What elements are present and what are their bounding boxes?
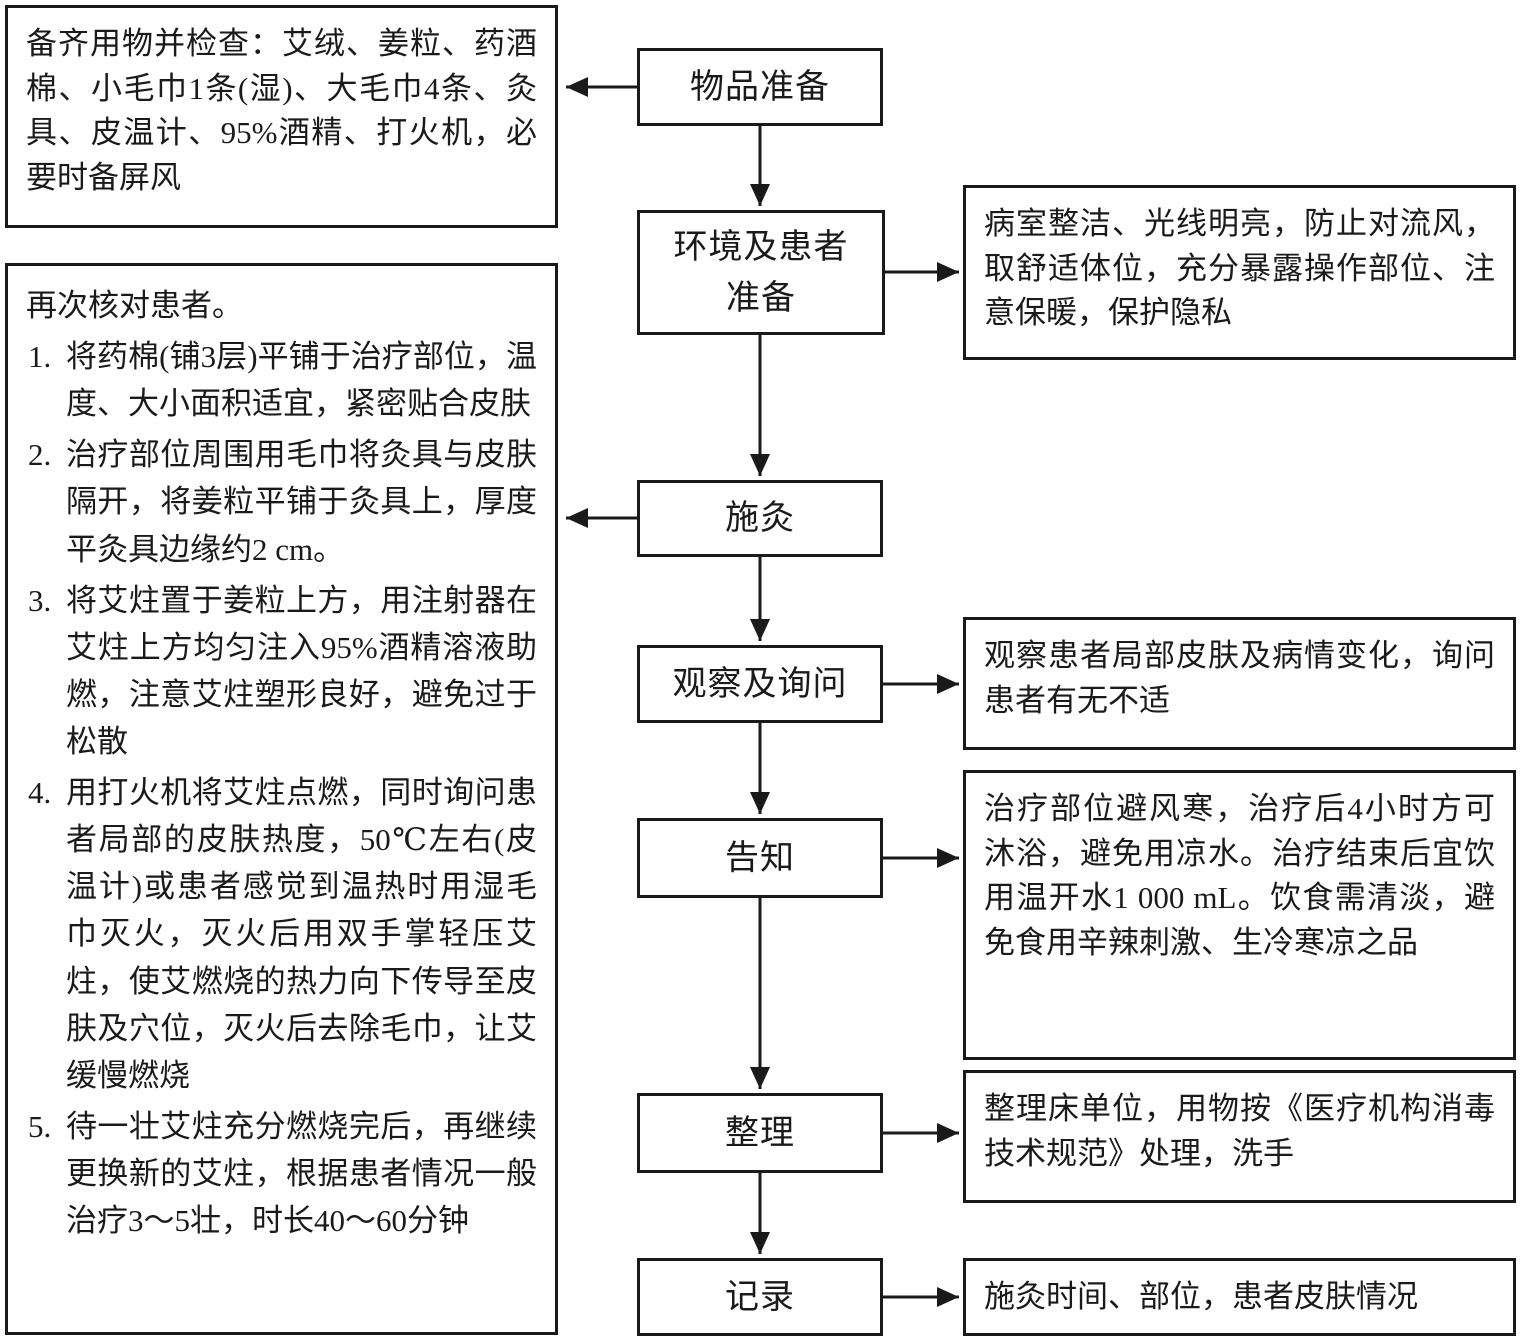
procedure-item-1-text: 将药棉(铺3层)平铺于治疗部位，温度、大小面积适宜，紧密贴合皮肤 bbox=[66, 339, 537, 422]
step-prepare-items-label: 物品准备 bbox=[690, 68, 830, 106]
procedure-item-3-text: 将艾炷置于姜粒上方，用注射器在艾炷上方均匀注入95%酒精溶液助燃，注意艾炷塑形良… bbox=[66, 582, 537, 759]
procedure-item-2-number: 2. bbox=[28, 437, 52, 473]
note-record-text: 施灸时间、部位，患者皮肤情况 bbox=[984, 1279, 1418, 1314]
procedure-item-5: 5. 待一壮艾炷充分燃烧完后，再继续更换新的艾炷，根据患者情况一般治疗3～5壮，… bbox=[26, 1103, 537, 1244]
step-inform-label: 告知 bbox=[725, 839, 795, 877]
procedure-item-4-text: 用打火机将艾炷点燃，同时询问患者局部的皮肤热度，50℃左右(皮温计)或患者感觉到… bbox=[66, 775, 537, 1093]
note-prepare-detail: 备齐用物并检查：艾绒、姜粒、药酒棉、小毛巾1条(湿)、大毛巾4条、灸具、皮温计、… bbox=[5, 5, 558, 228]
procedure-item-5-number: 5. bbox=[28, 1108, 52, 1144]
step-environment-label: 环境及患者准备 bbox=[673, 228, 849, 317]
procedure-item-1-number: 1. bbox=[28, 339, 52, 375]
note-environment: 病室整洁、光线明亮，防止对流风，取舒适体位，充分暴露操作部位、注意保暖，保护隐私 bbox=[963, 185, 1516, 360]
step-tidy: 整理 bbox=[637, 1093, 883, 1173]
step-moxibustion-label: 施灸 bbox=[725, 500, 795, 537]
step-environment: 环境及患者准备 bbox=[637, 210, 885, 335]
note-tidy: 整理床单位，用物按《医疗机构消毒技术规范》处理，洗手 bbox=[963, 1070, 1516, 1203]
note-inform: 治疗部位避风寒，治疗后4小时方可沐浴，避免用凉水。治疗结束后宜饮用温开水1 00… bbox=[963, 770, 1516, 1060]
note-tidy-text: 整理床单位，用物按《医疗机构消毒技术规范》处理，洗手 bbox=[984, 1091, 1495, 1171]
step-record-label: 记录 bbox=[725, 1278, 795, 1316]
procedure-item-2-text: 治疗部位周围用毛巾将灸具与皮肤隔开，将姜粒平铺于灸具上，厚度平灸具边缘约2 cm… bbox=[66, 437, 537, 567]
step-record: 记录 bbox=[637, 1258, 883, 1336]
step-observe-label: 观察及询问 bbox=[672, 665, 848, 703]
note-prepare-detail-text: 备齐用物并检查：艾绒、姜粒、药酒棉、小毛巾1条(湿)、大毛巾4条、灸具、皮温计、… bbox=[26, 26, 537, 195]
step-tidy-label: 整理 bbox=[725, 1114, 795, 1152]
step-observe: 观察及询问 bbox=[637, 645, 883, 723]
procedure-item-5-text: 待一壮艾炷充分燃烧完后，再继续更换新的艾炷，根据患者情况一般治疗3～5壮，时长4… bbox=[66, 1108, 537, 1239]
procedure-intro: 再次核对患者。 bbox=[26, 288, 243, 323]
step-prepare-items: 物品准备 bbox=[637, 48, 883, 126]
note-inform-text: 治疗部位避风寒，治疗后4小时方可沐浴，避免用凉水。治疗结束后宜饮用温开水1 00… bbox=[984, 791, 1495, 960]
note-procedure: 再次核对患者。 1. 将药棉(铺3层)平铺于治疗部位，温度、大小面积适宜，紧密贴… bbox=[5, 263, 558, 1335]
procedure-item-3-number: 3. bbox=[28, 582, 52, 618]
note-environment-text: 病室整洁、光线明亮，防止对流风，取舒适体位，充分暴露操作部位、注意保暖，保护隐私 bbox=[984, 206, 1495, 331]
step-moxibustion: 施灸 bbox=[637, 480, 883, 557]
step-inform: 告知 bbox=[637, 818, 883, 898]
procedure-item-4-number: 4. bbox=[28, 775, 52, 811]
note-record: 施灸时间、部位，患者皮肤情况 bbox=[963, 1258, 1516, 1336]
procedure-item-3: 3. 将艾炷置于姜粒上方，用注射器在艾炷上方均匀注入95%酒精溶液助燃，注意艾炷… bbox=[26, 577, 537, 765]
note-observe: 观察患者局部皮肤及病情变化，询问患者有无不适 bbox=[963, 617, 1516, 750]
procedure-item-1: 1. 将药棉(铺3层)平铺于治疗部位，温度、大小面积适宜，紧密贴合皮肤 bbox=[26, 333, 537, 427]
procedure-item-4: 4. 用打火机将艾炷点燃，同时询问患者局部的皮肤热度，50℃左右(皮温计)或患者… bbox=[26, 769, 537, 1099]
procedure-item-2: 2. 治疗部位周围用毛巾将灸具与皮肤隔开，将姜粒平铺于灸具上，厚度平灸具边缘约2… bbox=[26, 431, 537, 572]
note-observe-text: 观察患者局部皮肤及病情变化，询问患者有无不适 bbox=[984, 638, 1495, 718]
